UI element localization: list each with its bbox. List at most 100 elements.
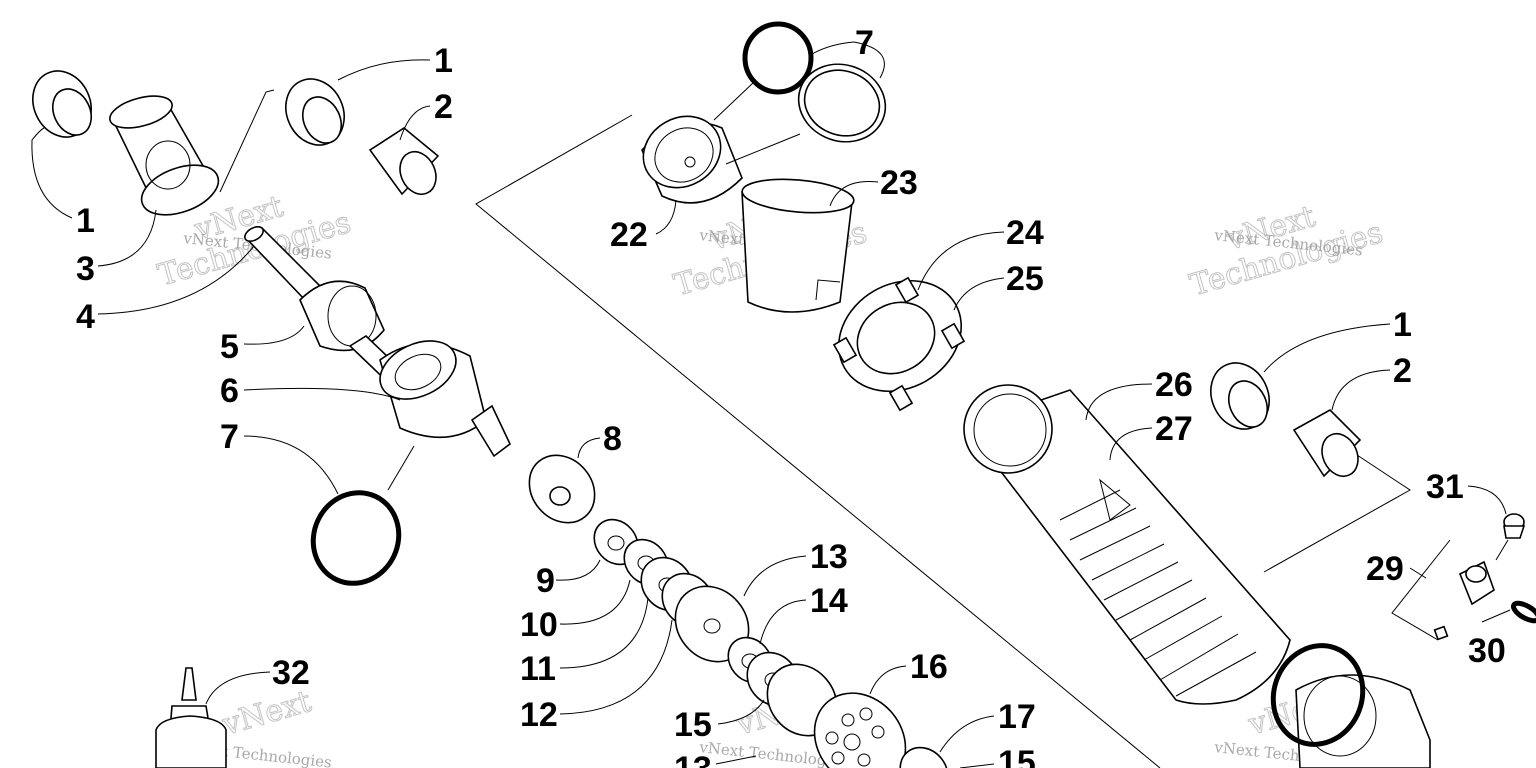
callout-31: 31 (1426, 468, 1464, 506)
top-left-cluster (32, 70, 596, 586)
bushing-part-1-mid (285, 78, 345, 146)
right-cluster (1210, 362, 1536, 768)
shim-part-13 (674, 585, 750, 663)
callout-9: 9 (536, 562, 555, 600)
leader-1b (31, 127, 73, 219)
bushing-part-1-right (1210, 362, 1270, 430)
spacer-part-2-right (1292, 409, 1362, 478)
leader-7b-2 (853, 41, 885, 79)
callout-1c: 1 (1393, 306, 1412, 344)
leader-12 (559, 619, 673, 715)
o-ring-bottom-right (1270, 643, 1366, 747)
callout-13b: 13 (674, 750, 712, 768)
leader-26 (1085, 383, 1153, 421)
leader-2b (1331, 369, 1391, 411)
washer-part-8 (528, 454, 596, 524)
leader-22 (655, 199, 677, 235)
callout-15b: 15 (998, 744, 1036, 768)
leader-7b-ring (725, 133, 801, 165)
callout-29: 29 (1366, 550, 1404, 588)
callout-25: 25 (1006, 260, 1044, 298)
leader-23 (829, 181, 879, 207)
spacer-part-2 (368, 127, 440, 196)
callout-4: 4 (76, 298, 95, 336)
callout-17: 17 (998, 698, 1036, 736)
leader-lines (31, 41, 1511, 768)
callout-2a: 2 (434, 88, 453, 126)
shim-stack (593, 518, 949, 768)
callout-7b: 7 (855, 24, 874, 62)
bushing-part-1-left (32, 70, 93, 138)
leader-16 (869, 665, 907, 695)
callout-32: 32 (272, 654, 310, 692)
leader-11 (559, 597, 649, 669)
callout-23: 23 (880, 164, 918, 202)
callout-1a: 1 (434, 42, 453, 80)
watermark-big-7: vNext (218, 684, 315, 743)
leader-13a (743, 555, 807, 597)
valve-part-29 (1433, 560, 1495, 641)
callout-27: 27 (1155, 410, 1193, 448)
adjuster-nut-part-24 (832, 276, 966, 412)
center-cluster (641, 21, 966, 412)
piston-part-16 (813, 692, 907, 768)
leader-7a-pair (387, 445, 415, 491)
body-part-6 (379, 340, 512, 458)
leader-32 (205, 671, 271, 705)
leader-31 (1467, 485, 1507, 515)
leader-7a (243, 435, 339, 495)
leader-3 (97, 209, 157, 267)
assembly-frame-lines (219, 89, 1451, 768)
leader-5 (243, 325, 305, 345)
leader-7b-oring (713, 81, 755, 121)
callout-8: 8 (603, 420, 622, 458)
leader-15b (959, 763, 995, 768)
callout-labels: 1 2 1 3 4 5 6 7 7 8 9 10 11 12 13 13 14 … (76, 24, 1506, 768)
callout-15a: 15 (674, 706, 712, 744)
frame-line-right (1263, 454, 1411, 573)
leader-30 (1481, 609, 1511, 623)
callout-3: 3 (76, 250, 95, 288)
leader-9 (555, 559, 601, 581)
leader-8 (577, 437, 601, 459)
o-ring-part-7-top (742, 21, 814, 95)
callout-11: 11 (520, 650, 556, 688)
callout-26: 26 (1155, 366, 1193, 404)
o-ring-part-7-left (310, 490, 402, 586)
callout-22: 22 (610, 216, 648, 254)
callout-16: 16 (910, 648, 948, 686)
leader-10 (559, 579, 631, 625)
leader-1a (337, 59, 431, 81)
leader-6 (243, 387, 401, 401)
callout-12: 12 (520, 696, 558, 734)
grease-bottle-part-32 (155, 667, 227, 768)
callout-10: 10 (520, 606, 558, 644)
leader-2a (399, 105, 431, 141)
callout-13a: 13 (810, 538, 848, 576)
leader-13b (715, 755, 757, 765)
leader-14 (759, 599, 807, 645)
leader-24 (917, 231, 1005, 291)
callout-1b: 1 (76, 202, 95, 240)
leader-15a (717, 699, 765, 725)
callout-24: 24 (1006, 214, 1044, 252)
leader-17 (939, 715, 995, 753)
thread-lines (1059, 489, 1257, 697)
watermark-bottom-left: vNext (218, 684, 316, 744)
screw-part-31 (1503, 513, 1526, 539)
leader-1c (1263, 323, 1391, 373)
reservoir-body-part-26 (963, 384, 1291, 705)
frame-line-29 (1391, 539, 1451, 641)
seal-head-part-5 (299, 280, 385, 352)
callout-14: 14 (810, 582, 848, 620)
leader-25 (953, 277, 1005, 311)
reservoir-cap-bottom (1295, 674, 1431, 768)
leader-7b-1 (811, 41, 855, 55)
callout-6: 6 (220, 372, 239, 410)
sleeve-part-3 (109, 95, 220, 216)
frame-line-top-left (219, 89, 275, 193)
callout-30: 30 (1468, 632, 1506, 670)
callout-5: 5 (220, 328, 239, 366)
sleeve-part-23 (741, 178, 855, 313)
